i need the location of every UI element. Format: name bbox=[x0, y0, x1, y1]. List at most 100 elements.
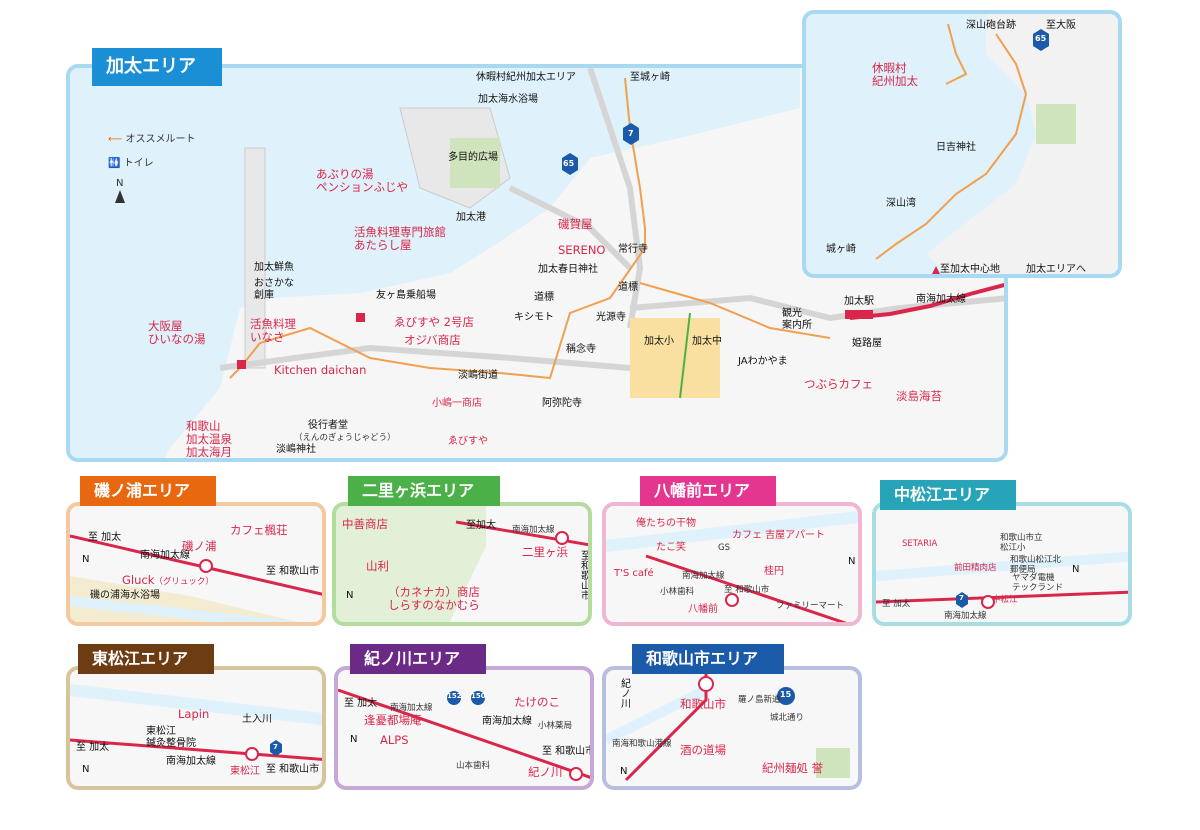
kada-area-tag: 加太エリア bbox=[92, 48, 222, 86]
nakamatsue-tag: 中松江エリア bbox=[880, 480, 1017, 510]
higashimatsue-line: 南海加太線 bbox=[166, 756, 216, 767]
nirigahama-north: N bbox=[346, 590, 354, 601]
nakamatsue-yamada: ヤマダ電機 テックランド bbox=[1012, 573, 1064, 593]
kinokawa-line-a: 南海加太線 bbox=[390, 703, 433, 713]
nankai-kada-line bbox=[849, 283, 1004, 320]
osakaya-marker bbox=[237, 360, 246, 369]
wakayamashi-joshi: 城北通り bbox=[770, 713, 805, 723]
tomogashima-label: 友ヶ島乗船場 bbox=[376, 290, 436, 301]
higashimatsue-to-city: 至 和歌山市 bbox=[266, 764, 320, 775]
kishimoto-label: キシモト bbox=[514, 312, 554, 323]
kada-station-marker bbox=[845, 310, 873, 319]
wakayamashi-tag: 和歌山市エリア bbox=[632, 644, 785, 674]
awashima-nori-label: 淡島海苔 bbox=[896, 389, 942, 403]
isonoura-line: 南海加太線 bbox=[140, 550, 190, 561]
kinokawa-yamamoto: 山本歯科 bbox=[456, 761, 491, 771]
wakayamashi-menjo: 紀州麺処 誉 bbox=[762, 761, 824, 775]
gyoja-ruby-label: （えんのぎょうじゃどう） bbox=[294, 433, 396, 443]
kinokawa-to-city: 至 和歌山市 bbox=[542, 746, 594, 757]
kogenji-label: 光源寺 bbox=[596, 312, 626, 323]
kinokawa-panel: 至 加太 南海加太線 152 150 たけのこ 逢憂都場庵 南海加太線 小林薬局… bbox=[334, 666, 594, 790]
kinokawa-r152: 152 bbox=[447, 692, 462, 700]
wakayamashi-tenma: 羅ノ島新道 bbox=[738, 695, 781, 705]
awashima-jinja-label: 淡嶋神社 bbox=[276, 444, 316, 455]
higashimatsue-lapin: Lapin bbox=[178, 707, 210, 721]
kasuga-label: 加太春日神社 bbox=[538, 264, 598, 275]
isonoura-station: 磯ノ浦 bbox=[182, 539, 217, 553]
nirigahama-tag: 二里ヶ浜エリア bbox=[348, 476, 501, 506]
isonoura-panel: カフェ楓荘 磯ノ浦 至 加太 南海加太線 至 和歌山市 Gluck（グリュック）… bbox=[66, 502, 326, 626]
hachiman-oretachi: 俺たちの干物 bbox=[636, 518, 696, 529]
inset-graphics bbox=[875, 14, 1118, 274]
nakamatsue-north: N bbox=[1072, 564, 1080, 575]
kada-school-ground bbox=[630, 318, 720, 398]
higashimatsue-tag: 東松江エリア bbox=[78, 644, 215, 674]
nirigahama-panel: 中善商店 山利 至加太 南海加太線 二里ヶ浜 至和歌山市 （カネナカ）商店 しら… bbox=[332, 502, 592, 626]
nakamatsue-school: 和歌山市立 松江小 bbox=[1000, 533, 1043, 553]
awashima-kaido-label: 淡嶋街道 bbox=[458, 370, 498, 381]
nankai-kada-label: 南海加太線 bbox=[916, 294, 966, 305]
nakamatsue-panel: SETARIA 和歌山市立 松江小 前田精肉店 和歌山松江北 郵便局 ヤマダ電機… bbox=[872, 502, 1132, 626]
hachiman-fm: ファミリーマート bbox=[776, 601, 845, 611]
nakamatsue-line: 南海加太線 bbox=[944, 611, 987, 621]
inset-miyama-bay: 深山湾 bbox=[886, 198, 916, 209]
wakayamashi-kinokawa: 紀ノ川 bbox=[618, 678, 630, 708]
tsubura-label: つぶらカフェ bbox=[804, 377, 873, 391]
isonoura-to-city: 至 和歌山市 bbox=[266, 566, 320, 577]
hachiman-cafe: カフェ 吉屋アパート bbox=[732, 530, 825, 541]
kinokawa-line-b: 南海加太線 bbox=[482, 716, 532, 727]
route-7-shield bbox=[623, 123, 639, 145]
hachiman-line: 南海加太線 bbox=[682, 571, 725, 581]
inset-map: 深山砲台跡 至大阪 65 休暇村 紀州加太 日吉神社 深山湾 城ヶ崎 至加太中心… bbox=[802, 10, 1122, 278]
aburi-label: あぶりの湯 ペンションふじや bbox=[316, 167, 408, 195]
inset-to-osaka: 至大阪 bbox=[1046, 20, 1076, 31]
wakayamashi-road: 15 bbox=[780, 690, 792, 699]
higashimatsue-panel: Lapin 土入川 東松江 鍼灸整骨院 至 加太 南海加太線 東松江 至 和歌山… bbox=[66, 666, 326, 790]
kada-map-graphics bbox=[70, 68, 1004, 458]
nirigahama-nakazen: 中善商店 bbox=[342, 517, 388, 531]
hachiman-ts: T'S café bbox=[614, 568, 654, 579]
higashimatsue-seikotsu: 東松江 鍼灸整骨院 bbox=[146, 726, 196, 749]
michishirube-b-label: 道標 bbox=[618, 282, 638, 293]
higashimatsue-tonyu: 土入川 bbox=[242, 714, 272, 725]
nakamatsue-station: 中松江 bbox=[992, 595, 1018, 605]
shonenji-label: 稱念寺 bbox=[566, 344, 596, 355]
isonoura-north: N bbox=[82, 554, 90, 565]
nirigahama-to-city: 至和歌山市 bbox=[578, 550, 590, 600]
legend-toilet: 🚻 トイレ bbox=[108, 158, 154, 169]
isonoura-beach: 磯の浦海水浴場 bbox=[90, 590, 160, 601]
hachiman-gs: GS bbox=[718, 543, 730, 553]
kada-port-label: 加太港 bbox=[456, 212, 486, 223]
hachimanmae-panel: 俺たちの干物 カフェ 吉屋アパート たこ笑 GS T'S café 小林歯科 南… bbox=[602, 502, 862, 626]
hachiman-keien: 桂円 bbox=[764, 566, 784, 577]
hachiman-takosho: たこ笑 bbox=[656, 542, 686, 553]
higashimatsue-road: 7 bbox=[273, 743, 278, 751]
higashimatsue-north: N bbox=[82, 764, 90, 775]
hachimanmae-tag: 八幡前エリア bbox=[640, 476, 777, 506]
inset-kyukamura: 休暇村 紀州加太 bbox=[872, 61, 918, 89]
nakamatsue-maeda: 前田精肉店 bbox=[954, 563, 997, 573]
inasa-label: 活魚料理 いなさ bbox=[250, 317, 296, 345]
nirigahama-yamari: 山利 bbox=[366, 559, 389, 573]
hachiman-north: N bbox=[848, 556, 856, 567]
kinokawa-takenoko: たけのこ bbox=[514, 695, 560, 709]
nirigahama-kanenaka: （カネナカ）商店 しらすのなかむら bbox=[388, 585, 480, 613]
kada-beach-label: 加太海水浴場 bbox=[478, 94, 538, 105]
gyoja-label: 役行者堂 bbox=[308, 420, 348, 431]
kinokawa-ohbaan: 逢憂都場庵 bbox=[364, 713, 422, 727]
kada-station-label: 加太駅 bbox=[844, 296, 874, 307]
himejiya-label: 姫路屋 bbox=[852, 338, 882, 349]
wakayamashi-line: 南海和歌山港線 bbox=[612, 739, 672, 749]
kinokawa-kobayashi: 小林薬局 bbox=[538, 721, 573, 731]
legend-route: ⟵ オススメルート bbox=[108, 134, 196, 145]
nakamatsue-to-kada: 至 加太 bbox=[882, 599, 911, 609]
isonoura-cafe: カフェ楓荘 bbox=[230, 523, 288, 537]
inset-road: 65 bbox=[1035, 34, 1047, 43]
hachiman-station: 八幡前 bbox=[688, 604, 718, 615]
hachiman-to-city: 至 和歌山市 bbox=[724, 585, 770, 595]
osakana-label: おさかな 創庫 bbox=[254, 278, 294, 301]
wakayamashi-sake: 酒の道場 bbox=[680, 743, 726, 757]
tamokuteki-label: 多目的広場 bbox=[448, 152, 498, 163]
inset-hodai: 深山砲台跡 bbox=[966, 20, 1016, 31]
inset-to-center: 至加太中心地 bbox=[940, 264, 1000, 275]
